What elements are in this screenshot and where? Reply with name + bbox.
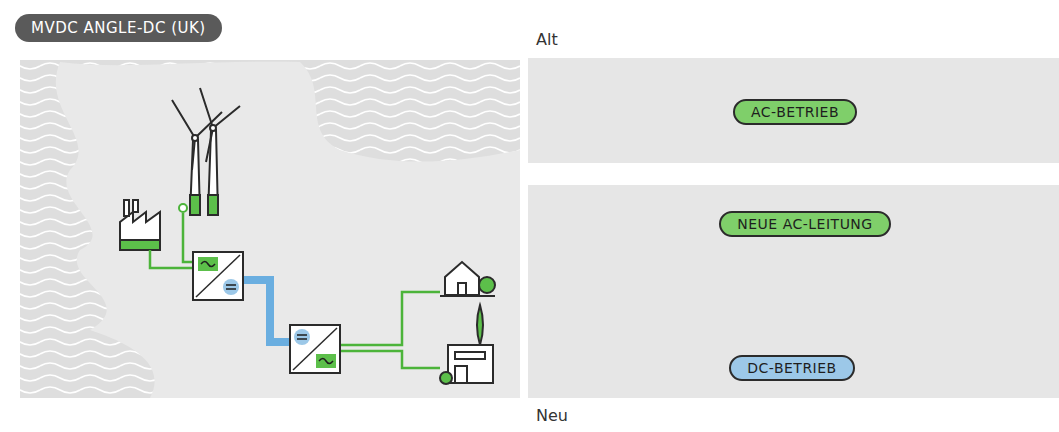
ac-wire	[183, 213, 193, 262]
operation-label: AC-BETRIEB	[733, 99, 857, 125]
map	[20, 60, 520, 398]
dc-symbol	[226, 285, 236, 289]
wind-turbines	[172, 88, 240, 215]
panel-heading: Alt	[536, 30, 558, 49]
wire-node	[179, 204, 187, 212]
bush	[440, 372, 452, 384]
turbine-base	[190, 195, 200, 215]
building-body	[448, 345, 493, 383]
converter-diagonal	[293, 328, 337, 370]
ac-wire	[340, 351, 440, 368]
office-building	[440, 305, 493, 384]
ac-symbol	[319, 359, 333, 364]
dc-symbol	[297, 335, 307, 339]
line-label: NEUE AC-LEITUNG	[719, 211, 891, 237]
factory-body	[120, 212, 160, 250]
dc-symbol-bg	[223, 279, 239, 295]
dc-link	[243, 280, 290, 342]
title-pill: MVDC ANGLE-DC (UK)	[15, 14, 222, 42]
converter	[193, 252, 243, 300]
label-text: DC-BETRIEB	[747, 360, 836, 376]
dc-symbol-bg	[294, 329, 310, 345]
converter-box	[290, 325, 340, 373]
bush	[479, 277, 495, 293]
turbine-base	[208, 195, 218, 215]
panel-new: NeuNEUE AC-LEITUNGDC-BETRIEB	[528, 185, 1059, 398]
panel-ground	[528, 185, 1059, 398]
house-body	[445, 262, 479, 295]
ac-symbol-bg	[198, 257, 218, 271]
turbine-blades	[200, 88, 240, 162]
ac-wire	[150, 250, 193, 268]
chimney	[124, 200, 129, 216]
label-text: NEUE AC-LEITUNG	[737, 216, 872, 232]
panel-ground	[528, 58, 1059, 163]
panel-old: AltAC-BETRIEB	[528, 58, 1059, 163]
building-window	[455, 352, 485, 359]
sea-waves	[20, 60, 520, 398]
house	[440, 262, 495, 296]
turbine-hub	[192, 135, 198, 141]
converter	[290, 325, 340, 373]
turbine-tower	[190, 140, 200, 215]
chimney	[133, 200, 138, 212]
ac-wire	[340, 292, 440, 345]
panel-heading: Neu	[536, 406, 568, 425]
sea	[20, 60, 520, 398]
tree	[477, 305, 483, 345]
ac-symbol-bg	[316, 354, 336, 368]
turbine-hub	[210, 125, 216, 131]
factory-ground	[120, 240, 160, 250]
converter-box	[193, 252, 243, 300]
converter-diagonal	[196, 255, 240, 297]
building-door	[455, 366, 467, 383]
operation-label: DC-BETRIEB	[729, 355, 855, 381]
factory	[120, 200, 160, 250]
label-text: AC-BETRIEB	[751, 104, 839, 120]
ac-symbol	[201, 262, 215, 267]
ground-line	[440, 295, 495, 297]
land	[56, 62, 520, 398]
house-door	[458, 283, 466, 295]
